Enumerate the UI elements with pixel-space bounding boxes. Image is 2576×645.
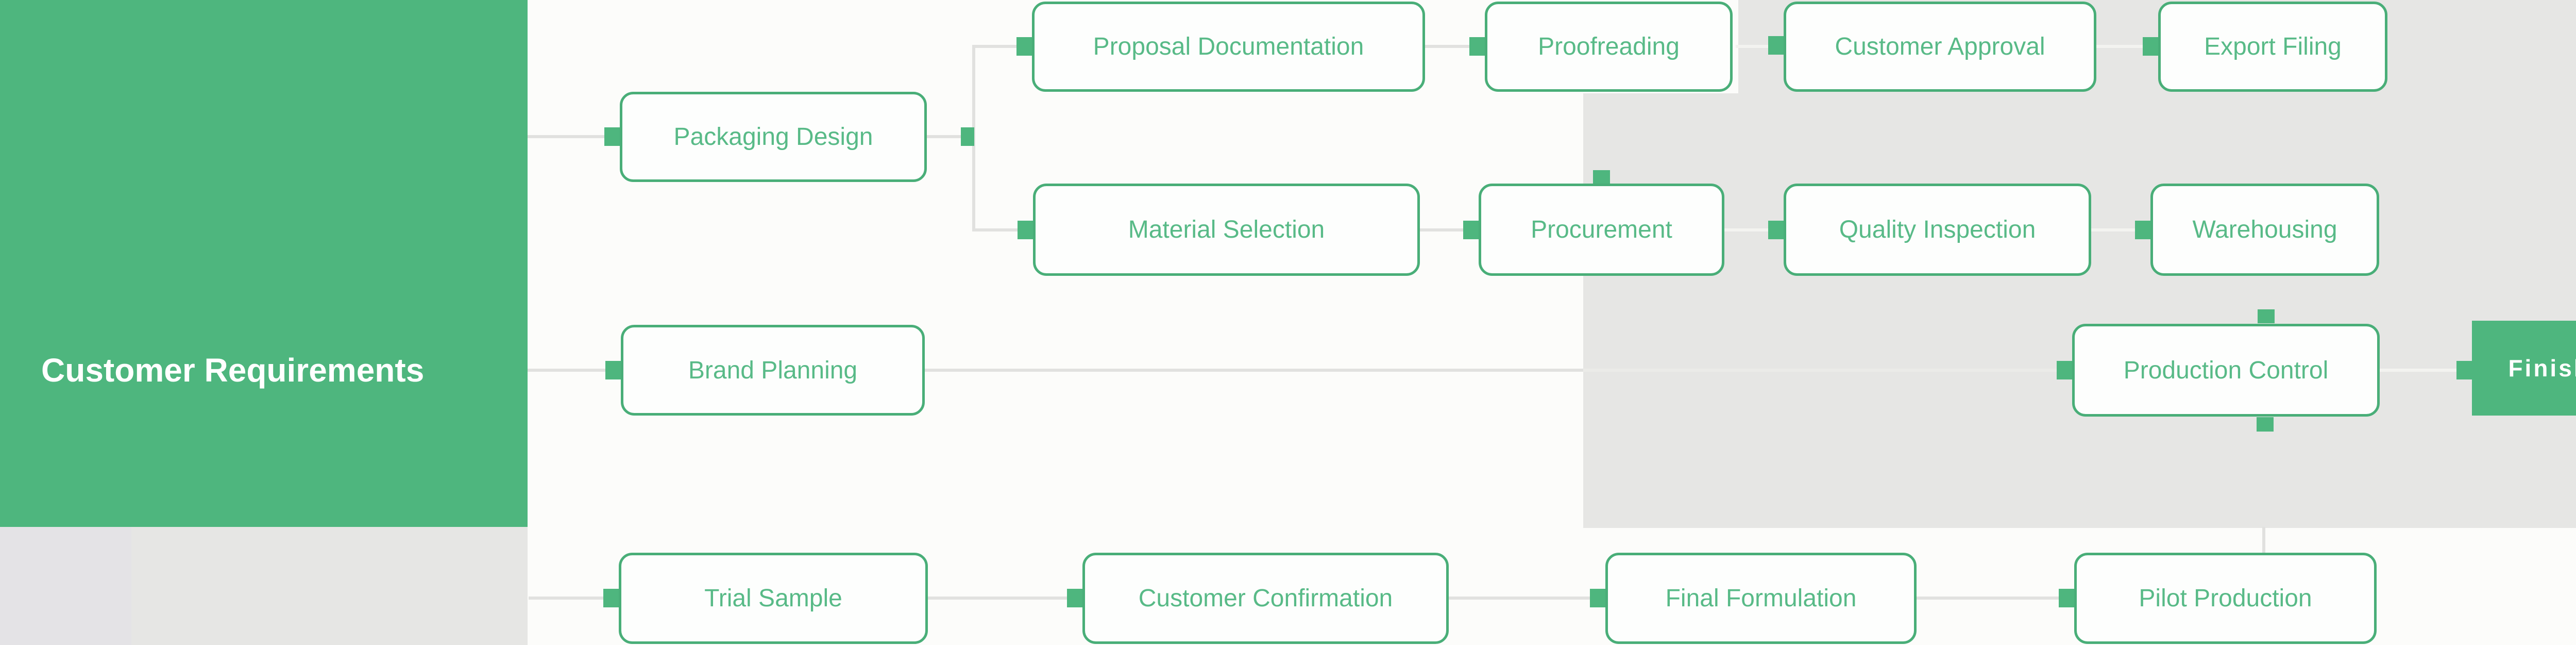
node-label: Finished (2508, 355, 2576, 382)
node-quality-inspection[interactable]: Quality Inspection (1784, 184, 2091, 276)
port-trial-sample-left[interactable] (603, 589, 619, 607)
port-warehousing-left[interactable] (2135, 221, 2150, 239)
node-label: Material Selection (1128, 216, 1325, 243)
node-material-selection[interactable]: Material Selection (1033, 184, 1420, 276)
edge-quality-warehousing (2091, 228, 2136, 231)
node-label: Warehousing (2192, 216, 2337, 243)
node-warehousing[interactable]: Warehousing (2150, 184, 2379, 276)
port-production-control-left[interactable] (2057, 361, 2072, 379)
port-finished-left[interactable] (2456, 361, 2472, 379)
node-label: Customer Requirements (41, 352, 425, 389)
edge-branch-proposal (972, 45, 1018, 48)
edge-brand-production-gray (1583, 369, 2058, 372)
port-pilot-production-left[interactable] (2059, 589, 2074, 607)
node-label: Customer Approval (1835, 33, 2045, 60)
node-label: Quality Inspection (1839, 216, 2036, 243)
node-label: Customer Confirmation (1138, 585, 1393, 612)
edge-procurement-quality (1724, 228, 1769, 231)
node-label: Export Filing (2204, 33, 2342, 60)
node-proofreading[interactable]: Proofreading (1485, 2, 1733, 92)
node-production-control[interactable]: Production Control (2072, 324, 2380, 417)
edge-formulation-pilot (1917, 597, 2060, 600)
edge-requirements-packaging (528, 135, 606, 138)
node-brand-planning[interactable]: Brand Planning (621, 325, 925, 416)
edge-pilot-production-vertical (2262, 527, 2265, 553)
node-label: Brand Planning (688, 356, 858, 384)
port-final-formulation-left[interactable] (1590, 589, 1605, 607)
port-production-control-bottom[interactable] (2257, 417, 2274, 432)
node-label: Proofreading (1538, 33, 1680, 60)
node-customer-confirmation[interactable]: Customer Confirmation (1082, 553, 1449, 644)
port-packaging-design-left[interactable] (604, 127, 620, 146)
node-label: Final Formulation (1665, 585, 1857, 612)
node-finished[interactable]: Finished (2472, 321, 2576, 416)
edge-trial-confirmation (928, 597, 1068, 600)
port-production-control-top[interactable] (2258, 309, 2275, 323)
edge-proofreading-approval (1736, 45, 1770, 48)
node-customer-approval[interactable]: Customer Approval (1784, 2, 2096, 92)
node-procurement[interactable]: Procurement (1479, 184, 1724, 276)
edge-branch-material (972, 228, 1019, 231)
node-pilot-production[interactable]: Pilot Production (2074, 553, 2377, 644)
edge-packaging-branch (927, 135, 974, 138)
node-label: Trial Sample (704, 585, 842, 612)
node-customer-requirements[interactable]: Customer Requirements (0, 0, 528, 527)
port-proposal-documentation-left[interactable] (1016, 37, 1032, 56)
node-label: Pilot Production (2139, 585, 2312, 612)
port-material-selection-left[interactable] (1018, 221, 1033, 239)
port-packaging-design-right[interactable] (961, 127, 974, 146)
edge-approval-export (2096, 45, 2144, 48)
node-trial-sample[interactable]: Trial Sample (619, 553, 928, 644)
node-proposal-documentation[interactable]: Proposal Documentation (1032, 2, 1425, 92)
port-brand-planning-left[interactable] (605, 361, 621, 379)
node-packaging-design[interactable]: Packaging Design (620, 92, 927, 182)
edge-requirements-trial (529, 597, 604, 600)
node-export-filing[interactable]: Export Filing (2158, 2, 2387, 92)
edge-proposal-proofreading (1425, 45, 1470, 48)
port-customer-approval-left[interactable] (1768, 36, 1784, 55)
node-label: Packaging Design (673, 123, 873, 151)
edge-material-procurement (1420, 228, 1464, 231)
edge-requirements-brand (528, 369, 606, 372)
node-final-formulation[interactable]: Final Formulation (1605, 553, 1917, 644)
port-export-filing-left[interactable] (2143, 37, 2158, 56)
edge-confirmation-formulation (1449, 597, 1591, 600)
node-label: Procurement (1531, 216, 1672, 243)
port-customer-confirmation-left[interactable] (1067, 589, 1082, 607)
port-procurement-top[interactable] (1593, 170, 1610, 184)
node-label: Production Control (2123, 356, 2329, 384)
port-proofreading-left[interactable] (1469, 37, 1485, 56)
phase-background-mid (1583, 93, 1738, 528)
port-procurement-left[interactable] (1463, 221, 1479, 239)
phase-background-bottom-left-strip (0, 527, 131, 645)
edge-production-finished (2380, 369, 2458, 372)
node-label: Proposal Documentation (1093, 33, 1364, 60)
port-quality-inspection-left[interactable] (1768, 221, 1784, 239)
edge-brand-production-white (925, 369, 1583, 372)
